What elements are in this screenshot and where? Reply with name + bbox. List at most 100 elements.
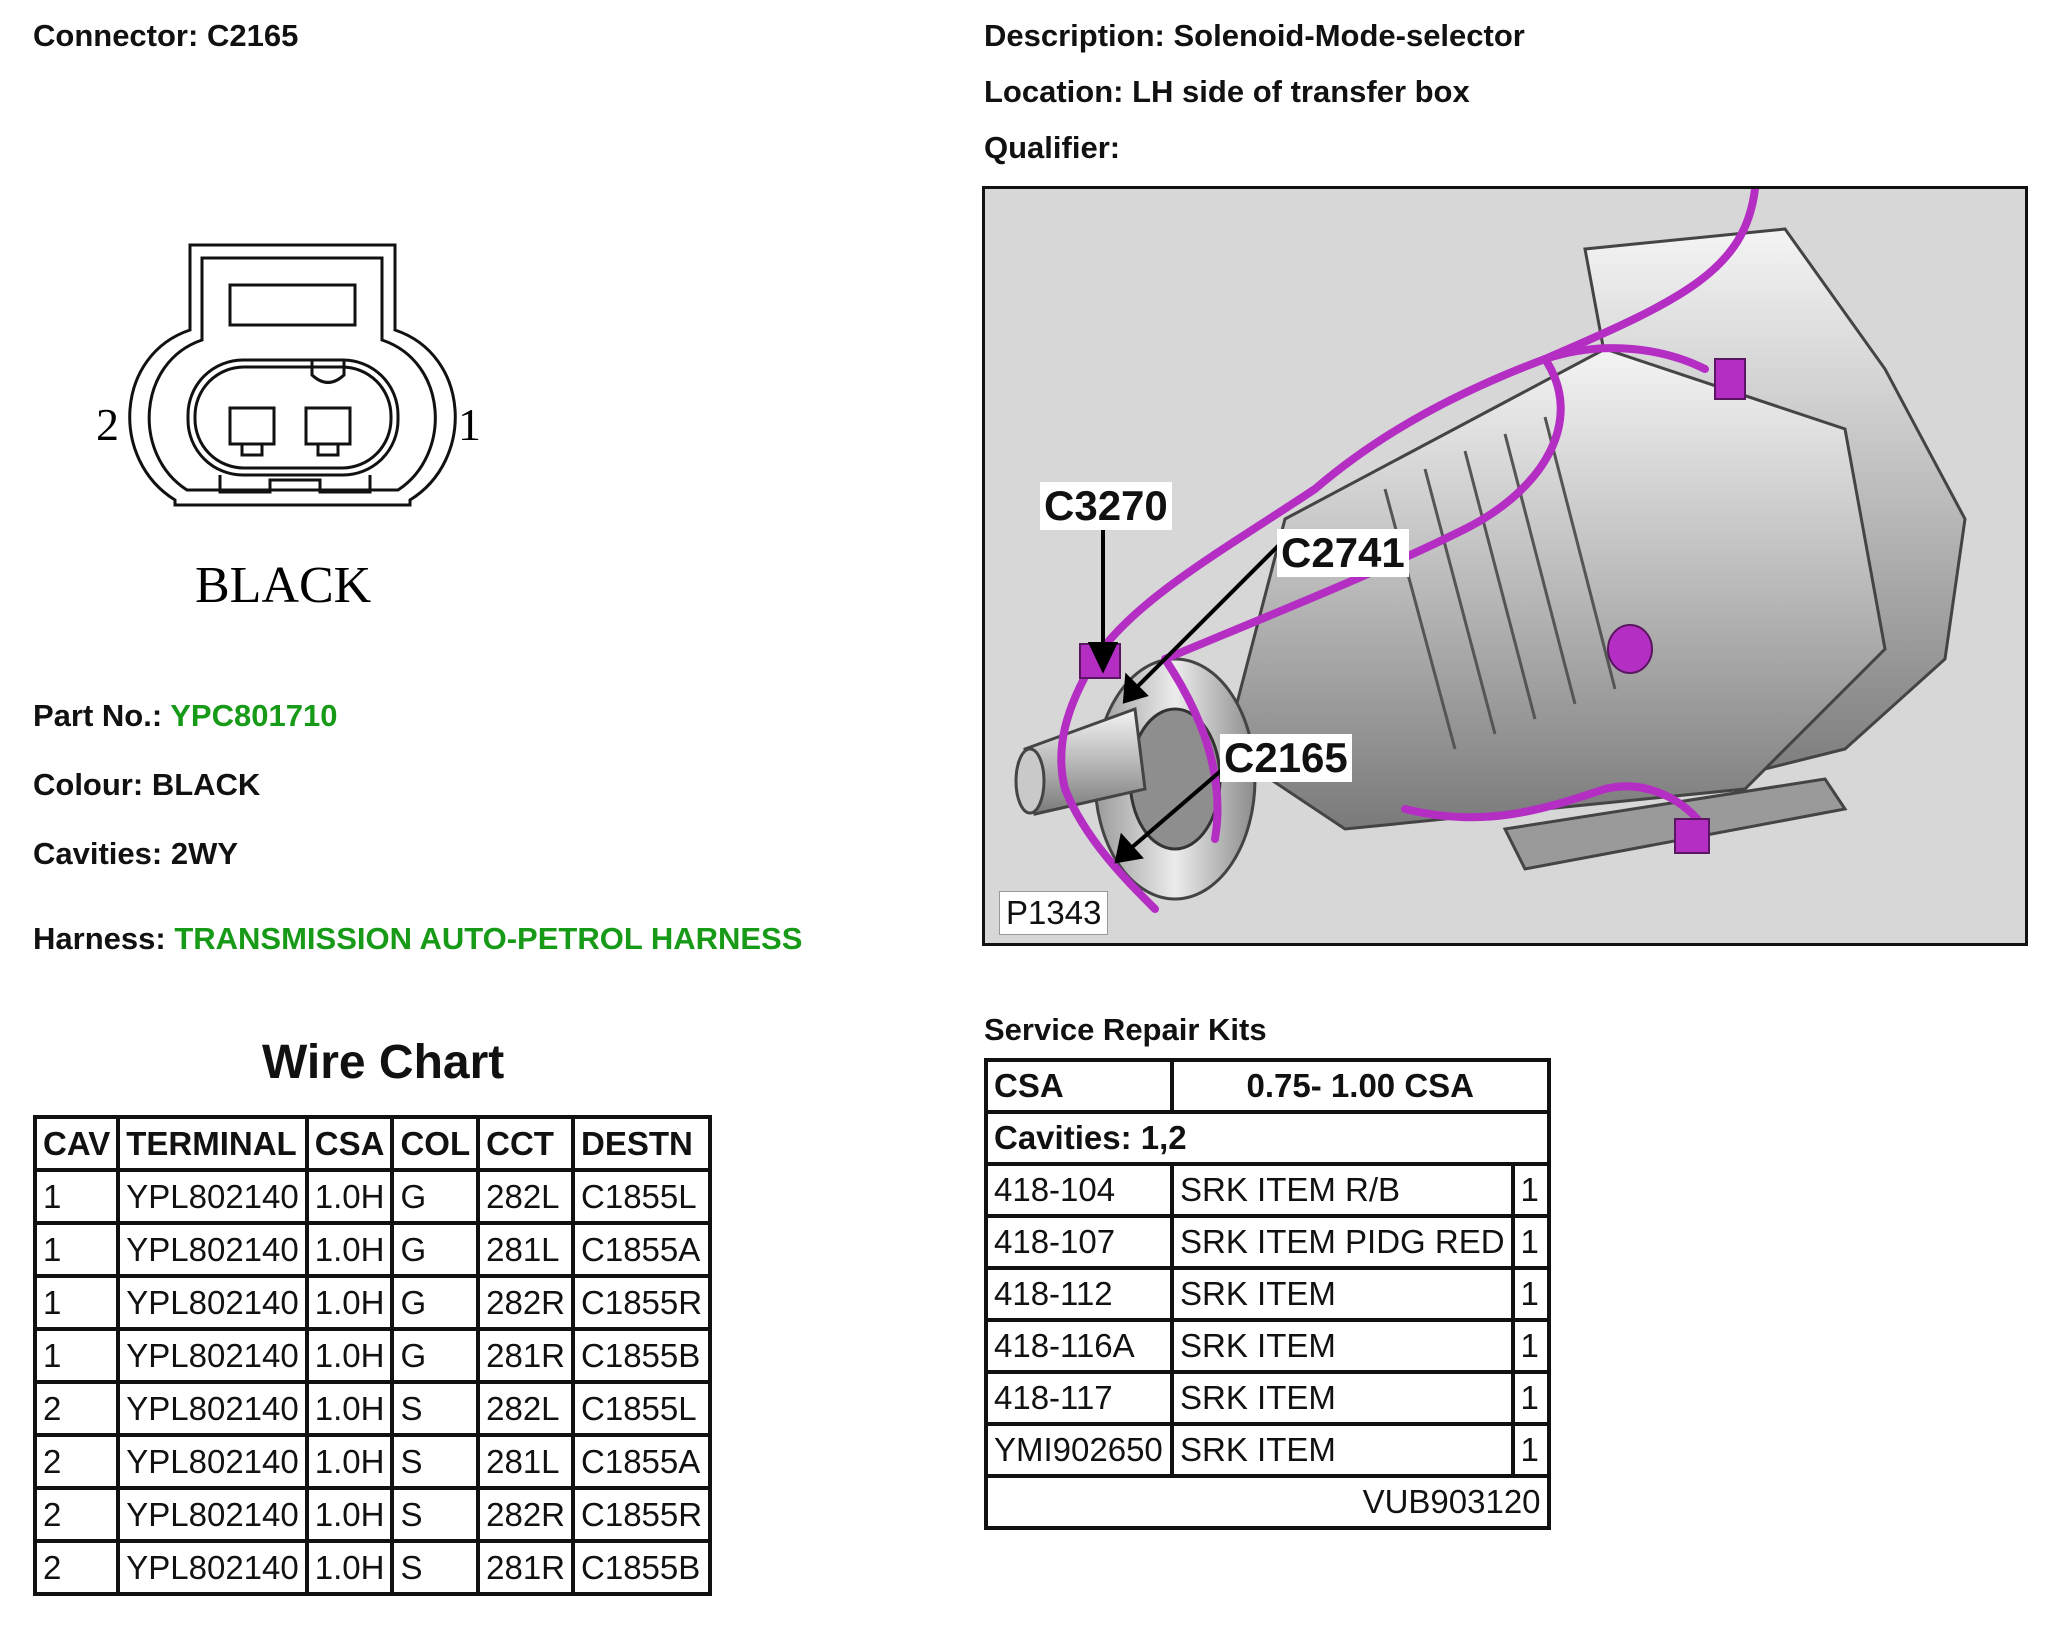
kit-cell: SRK ITEM R/B (1170, 1162, 1515, 1218)
callout-c2165: C2165 (1220, 734, 1352, 782)
wire-cell: G (390, 1168, 481, 1225)
connector-value: C2165 (206, 18, 299, 53)
location-value: LH side of transfer box (1132, 74, 1470, 109)
wire-cell: 1.0H (304, 1168, 395, 1225)
wire-cell: 1.0H (304, 1539, 395, 1596)
wire-cell: 2 (32, 1486, 121, 1543)
kit-cell: SRK ITEM (1170, 1266, 1515, 1322)
wire-cell: 2 (32, 1539, 121, 1596)
kit-cell: 1 (1510, 1422, 1551, 1478)
part-no-line: Part No.: YPC801710 (33, 698, 337, 734)
wire-cell: C1855R (571, 1274, 713, 1331)
kit-cell: 418-117 (984, 1370, 1174, 1426)
wire-cell: 1.0H (304, 1486, 395, 1543)
wire-cell: YPL802140 (116, 1168, 309, 1225)
repair-kits-table: CSA 0.75- 1.00 CSA Cavities: 1,2 418-104… (984, 1058, 1551, 1530)
wire-cell: 281L (476, 1433, 576, 1490)
cavities-value: 2WY (170, 836, 239, 871)
wire-header-cell: CCT (476, 1115, 576, 1172)
wire-cell: C1855B (571, 1539, 713, 1596)
kit-cell: 418-116A (984, 1318, 1174, 1374)
description-label: Description: (984, 18, 1165, 53)
wire-cell: G (390, 1327, 481, 1384)
wire-cell: G (390, 1221, 481, 1278)
wire-cell: C1855A (571, 1221, 713, 1278)
wire-cell: C1855R (571, 1486, 713, 1543)
wire-chart-title: Wire Chart (262, 1036, 505, 1089)
connector-label: Connector: (33, 18, 199, 53)
photo-ref: P1343 (999, 891, 1109, 935)
wire-cell: 1.0H (304, 1433, 395, 1490)
wire-cell: 1 (32, 1274, 121, 1331)
location-label: Location: (984, 74, 1124, 109)
wire-cell: S (390, 1486, 481, 1543)
wire-cell: C1855A (571, 1433, 713, 1490)
wire-header-cell: COL (390, 1115, 481, 1172)
location-photo: C3270 C2741 C2165 P1343 (982, 186, 2028, 946)
wire-cell: S (390, 1433, 481, 1490)
kit-cavities: Cavities: 1,2 (984, 1110, 1551, 1166)
kit-footer: VUB903120 (984, 1474, 1551, 1530)
wire-cell: 281R (476, 1539, 576, 1596)
wire-cell: YPL802140 (116, 1380, 309, 1437)
kit-cell: SRK ITEM (1170, 1318, 1515, 1374)
part-no-label: Part No.: (33, 698, 163, 733)
wire-header-cell: CSA (304, 1115, 395, 1172)
kit-cell: 1 (1510, 1266, 1551, 1322)
kit-csa-label: CSA (984, 1058, 1174, 1114)
kit-cell: 1 (1510, 1370, 1551, 1426)
connector-face-diagram: 2 1 BLACK (96, 243, 481, 614)
wire-cell: YPL802140 (116, 1221, 309, 1278)
transmission-illustration (1014, 189, 1967, 913)
wire-cell: YPL802140 (116, 1433, 309, 1490)
wire-cell: 281R (476, 1327, 576, 1384)
harness-line: Harness: TRANSMISSION AUTO-PETROL HARNES… (33, 921, 802, 957)
wire-cell: S (390, 1380, 481, 1437)
wire-cell: 1 (32, 1168, 121, 1225)
kit-cell: 1 (1510, 1318, 1551, 1374)
wire-cell: G (390, 1274, 481, 1331)
wire-cell: 1.0H (304, 1327, 395, 1384)
diagram-colour-label: BLACK (195, 557, 372, 614)
kit-cell: 1 (1510, 1214, 1551, 1270)
kit-cell: YMI902650 (984, 1422, 1174, 1478)
wire-cell: 282L (476, 1168, 576, 1225)
kit-cell: 418-112 (984, 1266, 1174, 1322)
cavities-line: Cavities: 2WY (33, 836, 238, 872)
wire-cell: YPL802140 (116, 1486, 309, 1543)
wire-cell: C1855B (571, 1327, 713, 1384)
harness-label: Harness: (33, 921, 166, 956)
kit-cell: SRK ITEM (1170, 1422, 1515, 1478)
location-line: Location: LH side of transfer box (984, 74, 1470, 110)
kit-cell: SRK ITEM (1170, 1370, 1515, 1426)
harness-wires (1057, 189, 1759, 913)
wire-cell: 1 (32, 1221, 121, 1278)
wire-cell: C1855L (571, 1168, 713, 1225)
wire-cell: 282L (476, 1380, 576, 1437)
harness-link[interactable]: TRANSMISSION AUTO-PETROL HARNESS (174, 921, 803, 956)
wire-cell: 2 (32, 1433, 121, 1490)
kit-cell: 1 (1510, 1162, 1551, 1218)
wire-header-cell: DESTN (571, 1115, 713, 1172)
pin-1-label: 1 (458, 399, 481, 450)
wire-cell: YPL802140 (116, 1274, 309, 1331)
kit-csa-value: 0.75- 1.00 CSA (1170, 1058, 1551, 1114)
kit-cell: SRK ITEM PIDG RED (1170, 1214, 1515, 1270)
part-no-link[interactable]: YPC801710 (170, 698, 338, 733)
callout-c3270: C3270 (1040, 482, 1172, 530)
wire-cell: 1.0H (304, 1274, 395, 1331)
pin-2-label: 2 (96, 399, 119, 450)
qualifier-line: Qualifier: (984, 130, 1120, 166)
wire-header-cell: TERMINAL (116, 1115, 309, 1172)
wire-cell: YPL802140 (116, 1539, 309, 1596)
